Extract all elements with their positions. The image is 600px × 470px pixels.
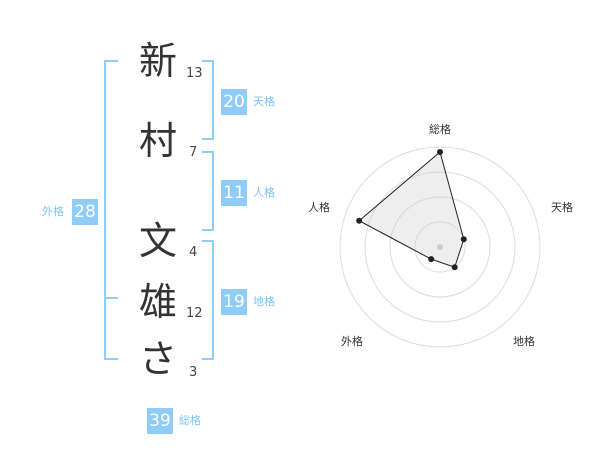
name-char-4: 雄 bbox=[138, 280, 177, 324]
stroke-count-2: 7 bbox=[189, 145, 198, 160]
gaikaku-label: 外格 bbox=[42, 205, 64, 218]
radar-point-0 bbox=[437, 149, 443, 155]
jinkaku-bracket bbox=[202, 151, 214, 231]
soukaku-value: 39 bbox=[147, 408, 173, 434]
stroke-count-5: 3 bbox=[189, 365, 198, 380]
radar-point-2 bbox=[451, 264, 458, 271]
name-char-1: 新 bbox=[138, 39, 177, 83]
radar-label-tenkaku: 天格 bbox=[551, 201, 573, 214]
jinkaku-label: 人格 bbox=[253, 186, 275, 199]
stroke-count-3: 4 bbox=[189, 245, 198, 260]
name-char-5: さ bbox=[138, 337, 177, 381]
radar-point-4 bbox=[356, 217, 363, 224]
radar-label-chikaku: 地格 bbox=[513, 335, 535, 348]
soukaku-label: 総格 bbox=[179, 414, 201, 427]
radar-center bbox=[437, 244, 443, 250]
radar-ring-3 bbox=[364, 171, 516, 323]
chikaku-bracket bbox=[202, 240, 214, 360]
radar-ring-1 bbox=[414, 221, 466, 273]
gaikaku-bracket-divider bbox=[104, 297, 118, 299]
radar-label-gaikaku: 外格 bbox=[341, 335, 363, 348]
radar-value-polygon bbox=[358, 151, 465, 268]
radar-label-soukaku: 総格 bbox=[429, 123, 451, 136]
radar-ring-2 bbox=[389, 196, 491, 298]
radar-point-3 bbox=[428, 256, 435, 263]
tenkaku-label: 天格 bbox=[253, 95, 275, 108]
chikaku-label: 地格 bbox=[253, 295, 275, 308]
tenkaku-bracket bbox=[202, 60, 214, 140]
stroke-count-1: 13 bbox=[186, 66, 203, 81]
radar-label-jinkaku: 人格 bbox=[308, 201, 330, 214]
name-char-3: 文 bbox=[138, 219, 177, 263]
radar-ring-4 bbox=[339, 146, 541, 348]
jinkaku-value: 11 bbox=[221, 180, 247, 206]
tenkaku-value: 20 bbox=[221, 89, 247, 115]
gaikaku-bracket bbox=[104, 60, 118, 360]
gaikaku-value: 28 bbox=[72, 199, 98, 225]
name-char-2: 村 bbox=[138, 119, 177, 163]
chikaku-value: 19 bbox=[221, 289, 247, 315]
radar-point-1 bbox=[460, 236, 467, 243]
stroke-count-4: 12 bbox=[186, 306, 203, 321]
